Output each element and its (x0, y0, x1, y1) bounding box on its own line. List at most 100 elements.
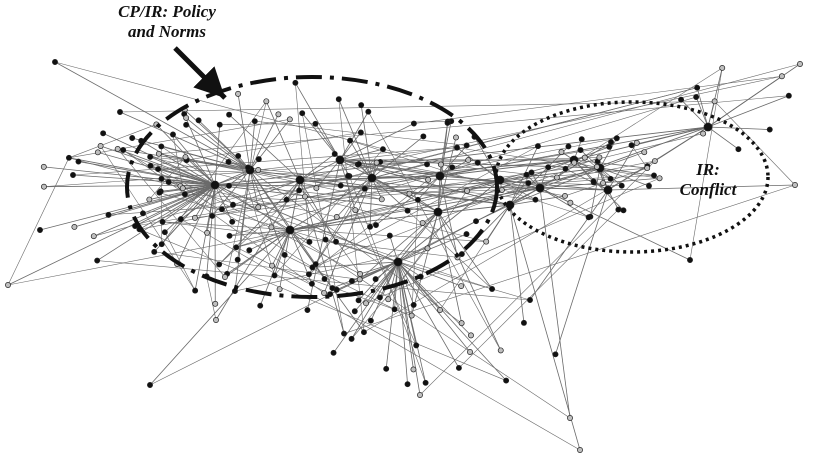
network-node-dark (70, 172, 76, 178)
network-edge (573, 159, 648, 169)
network-edge (183, 113, 216, 186)
network-node-light (90, 233, 97, 240)
network-node-light (263, 98, 270, 105)
network-edge (299, 179, 345, 334)
network-node-dark (158, 143, 165, 150)
network-node-light (97, 143, 104, 149)
network-node-light (467, 349, 473, 355)
network-edge (397, 261, 421, 277)
network-edge (158, 95, 789, 155)
network-node-dark (410, 120, 417, 127)
network-edge (339, 132, 362, 161)
network-edge (707, 101, 716, 128)
policy-label-line-2: and Norms (128, 22, 206, 41)
network-edge (299, 179, 337, 242)
network-edge (198, 120, 251, 171)
network-edge (509, 187, 541, 206)
network-node-dark (435, 171, 445, 181)
network-node-light (711, 98, 718, 105)
network-edge (162, 184, 216, 223)
network-node-light (5, 282, 11, 288)
network-edge (271, 229, 291, 266)
network-edge (43, 163, 359, 187)
network-node-light (424, 245, 431, 252)
network-node-light (235, 90, 242, 97)
network-edge (365, 177, 660, 304)
network-node-light (465, 157, 472, 164)
network-node-dark (766, 126, 773, 133)
network-node-light (268, 224, 275, 231)
network-node-dark (355, 297, 362, 304)
network-node-dark (234, 256, 241, 263)
network-edge (161, 146, 571, 419)
network-edge (226, 101, 267, 274)
network-node-light (633, 139, 640, 146)
network-node-dark (393, 257, 403, 267)
network-node-dark (177, 216, 184, 223)
network-node-dark (192, 287, 199, 294)
network-edge (219, 121, 448, 125)
network-edge (509, 167, 601, 206)
network-node-light (155, 150, 162, 157)
network-edge (379, 261, 399, 298)
network-edge (397, 261, 471, 353)
network-node-dark (225, 158, 232, 165)
network-edge (279, 229, 291, 290)
network-node-light (458, 320, 465, 327)
network-node-dark (226, 182, 232, 189)
network-node-dark (449, 164, 456, 171)
network-edge (176, 184, 216, 265)
network-nodes (5, 59, 803, 453)
network-edge (539, 187, 589, 218)
network-edge (707, 126, 770, 130)
network-node-light (378, 196, 385, 203)
network-edge (375, 175, 441, 226)
network-node-dark (578, 136, 585, 143)
network-node-dark (245, 164, 252, 171)
network-node-dark (455, 365, 462, 371)
network-node-dark (422, 379, 429, 386)
network-node-dark (209, 213, 216, 219)
network-node-light (437, 307, 443, 313)
network-edge (78, 161, 216, 186)
network-edge (271, 265, 412, 316)
network-node-light (600, 180, 606, 186)
network-edge (365, 261, 399, 304)
network-node-light (719, 65, 726, 71)
network-edge (397, 179, 501, 263)
network-edge (371, 177, 439, 213)
network-node-dark (226, 111, 233, 118)
network-node-light (114, 146, 121, 152)
network-edge (607, 126, 709, 191)
network-node-dark (404, 207, 411, 214)
network-node-light (356, 276, 363, 283)
network-node-light (468, 332, 474, 339)
network-node-light (183, 114, 190, 121)
network-edge (343, 184, 796, 334)
network-edge (409, 193, 439, 213)
network-edge (437, 211, 493, 290)
network-edge (54, 61, 251, 171)
network-node-dark (216, 121, 223, 128)
network-edge (206, 276, 217, 321)
policy-norms-label: CP/IR: Policy and Norms (92, 2, 242, 42)
network-edge (153, 184, 216, 253)
network-node-dark (147, 153, 154, 160)
network-node-light (286, 116, 293, 123)
network-node-light (213, 317, 219, 323)
network-node-dark (463, 231, 470, 238)
network-edge (149, 220, 477, 386)
network-edge (164, 184, 216, 233)
network-node-dark (687, 257, 693, 263)
network-edge (168, 181, 493, 290)
network-node-dark (140, 210, 146, 217)
network-node-light (313, 185, 320, 192)
network-node-light (656, 175, 663, 182)
network-node-dark (117, 109, 123, 115)
network-edge (439, 159, 575, 177)
network-node-dark (552, 351, 559, 358)
network-node-dark (246, 247, 253, 254)
network-edge (284, 254, 395, 310)
network-edge (164, 232, 196, 291)
